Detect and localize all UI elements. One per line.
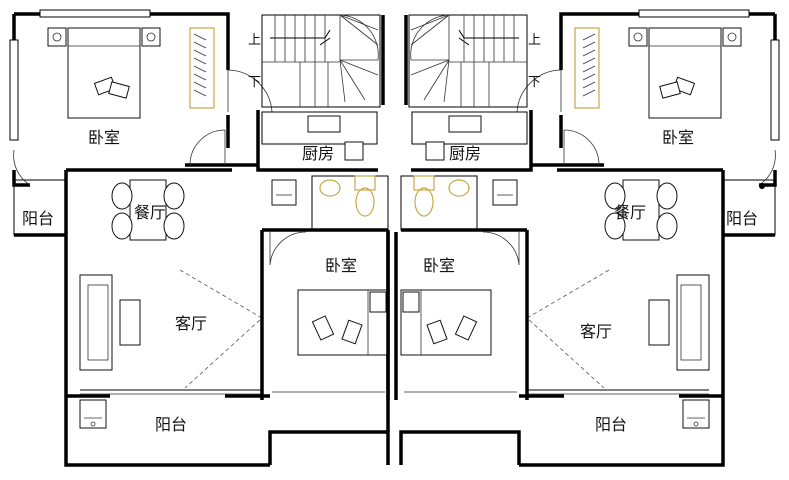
label-dining-left: 餐厅: [134, 203, 166, 222]
window-top-left: [39, 9, 151, 18]
sofa-left: [79, 274, 141, 371]
label-dining-right: 餐厅: [614, 203, 646, 222]
label-living-left: 客厅: [175, 314, 207, 333]
stair-left: [261, 14, 381, 108]
bathroom-left: [311, 175, 389, 231]
bed-top-left: [47, 27, 161, 119]
ac-unit-bottom-left: [79, 399, 107, 429]
dining-table-left: [111, 179, 185, 241]
label-living-right: 客厅: [580, 322, 612, 341]
label-bedroom-center-right: 卧室: [423, 256, 455, 275]
sink-left: [344, 141, 364, 161]
window-left-side: [9, 39, 19, 141]
label-bedroom-top-right: 卧室: [662, 128, 694, 147]
left-unit: [9, 9, 390, 467]
stair-down-right: 下: [528, 75, 541, 90]
label-balcony-bottom-left: 阳台: [155, 415, 187, 434]
label-kitchen-right: 厨房: [449, 144, 481, 163]
label-balcony-side-left: 阳台: [22, 209, 54, 228]
stair-up-left: 上: [248, 33, 261, 48]
label-balcony-bottom-right: 阳台: [595, 415, 627, 434]
label-bedroom-top-left: 卧室: [88, 128, 120, 147]
fridge-left: [271, 179, 297, 206]
label-balcony-side-right: 阳台: [726, 209, 758, 228]
marker-dot: [759, 183, 765, 189]
bed-center-left: [297, 289, 389, 356]
label-kitchen-left: 厨房: [302, 144, 334, 163]
stair-up-right: 上: [528, 33, 541, 48]
door-bedroom-top-left: [227, 69, 273, 113]
label-bedroom-center-left: 卧室: [325, 256, 357, 275]
stove-left: [307, 115, 341, 133]
wardrobe-top-left: [189, 27, 215, 109]
stair-down-left: 下: [248, 75, 261, 90]
right-unit: [399, 9, 780, 467]
